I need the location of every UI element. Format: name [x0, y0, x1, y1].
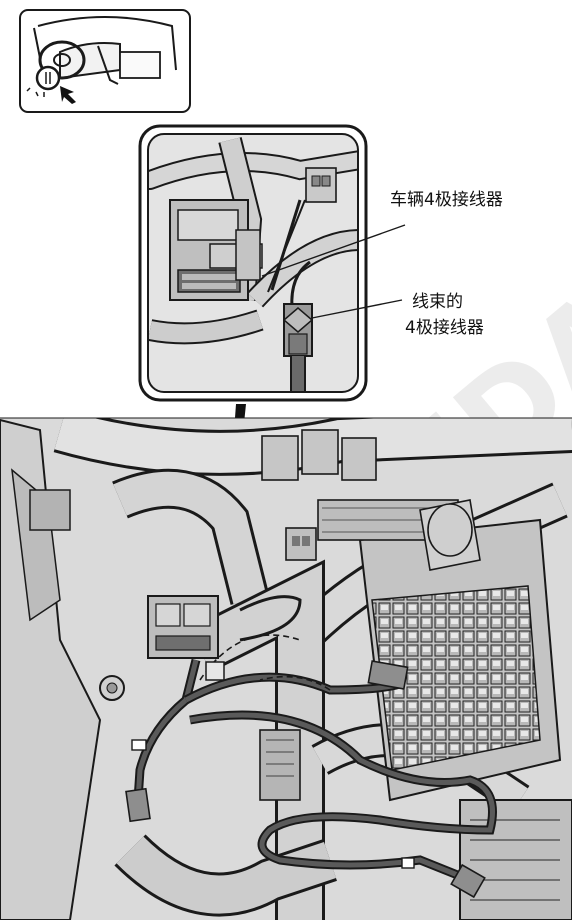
detail-view	[138, 124, 406, 402]
harness-connector-label-line2: 4极接线器	[405, 318, 484, 338]
main-view	[0, 418, 572, 920]
leader-line-harness	[311, 299, 403, 319]
location-inset	[19, 9, 191, 113]
main-vehicle-connector	[147, 595, 219, 659]
harness-4pin-connector-shape	[267, 199, 314, 392]
vehicle-4pin-connector-shape	[169, 199, 263, 301]
harness-plugs	[125, 660, 486, 899]
accessory-harness	[133, 595, 497, 885]
fuse-box	[317, 499, 562, 802]
vehicle-connector-label: 车辆4极接线器	[390, 190, 503, 210]
leader-line-vehicle	[261, 224, 406, 277]
harness-connector-label-line1: 线束的	[412, 292, 463, 312]
relay-group	[261, 429, 377, 561]
pointer-arrow-icon	[60, 86, 76, 104]
lower-connector-block	[259, 729, 572, 920]
